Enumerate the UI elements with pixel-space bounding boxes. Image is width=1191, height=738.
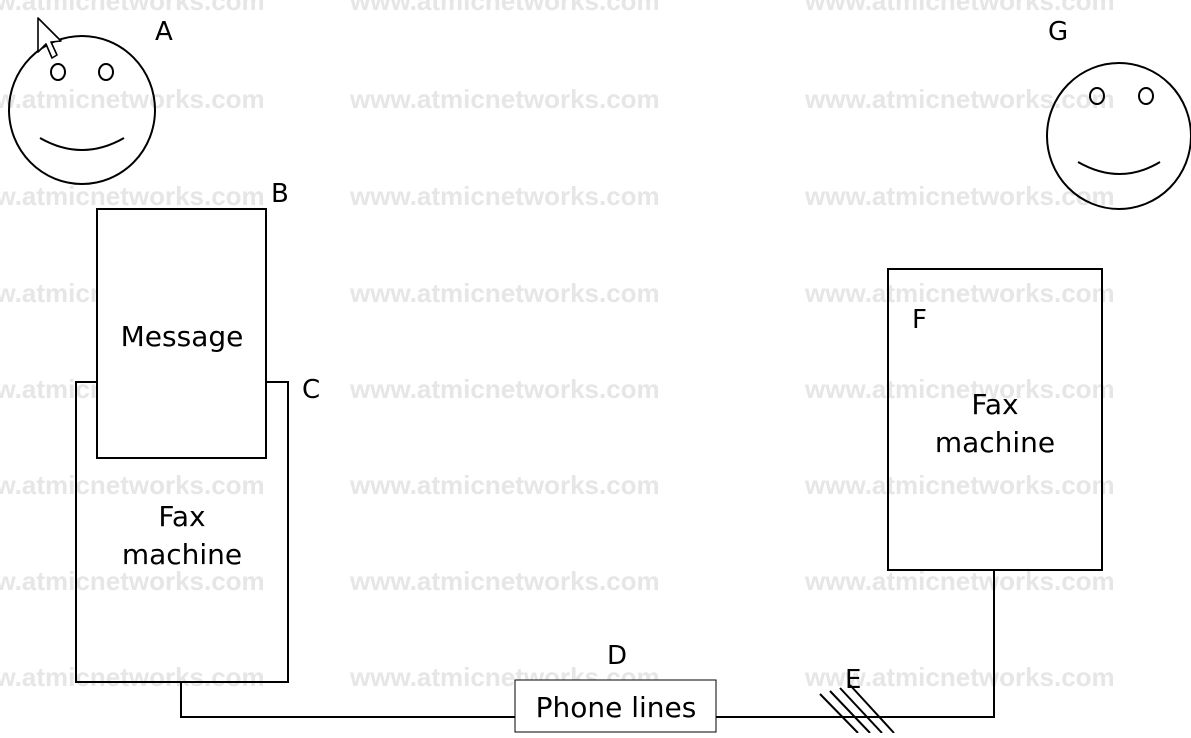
watermark-text: www.atmicnetworks.com xyxy=(0,662,265,692)
watermark-text: www.atmicnetworks.com xyxy=(0,181,265,211)
watermark-text: www.atmicnetworks.com xyxy=(349,566,660,596)
receiver-fax-label-line1: Fax xyxy=(971,388,1018,421)
sender-smile xyxy=(40,138,124,150)
sender-left-eye xyxy=(51,64,65,80)
watermark-text: www.atmicnetworks.com xyxy=(349,278,660,308)
receiver-right-eye xyxy=(1139,88,1153,104)
label-g: G xyxy=(1048,17,1068,47)
watermark-text: www.atmicnetworks.com xyxy=(0,84,265,114)
label-e: E xyxy=(845,665,861,695)
sender-fax-label-line2: machine xyxy=(122,538,242,571)
watermark-text: www.atmicnetworks.com xyxy=(349,374,660,404)
watermark-text: www.atmicnetworks.com xyxy=(349,181,660,211)
watermark-text: www.atmicnetworks.com xyxy=(804,374,1115,404)
label-a: A xyxy=(155,17,173,47)
watermark-text: www.atmicnetworks.com xyxy=(0,0,265,16)
watermark-text: www.atmicnetworks.com xyxy=(804,0,1115,16)
watermark-text: www.atmicnetworks.com xyxy=(349,470,660,500)
label-f: F xyxy=(912,305,927,335)
receiver-smile xyxy=(1078,162,1160,174)
label-b: B xyxy=(271,179,289,209)
watermark-text: www.atmicnetworks.com xyxy=(804,470,1115,500)
watermark-text: www.atmicnetworks.com xyxy=(804,84,1115,114)
receiver-person-icon xyxy=(1047,63,1191,209)
watermark-text: www.atmicnetworks.com xyxy=(804,278,1115,308)
label-c: C xyxy=(302,375,320,405)
phone-lines-label: Phone lines xyxy=(536,691,697,724)
receiver-fax-label-line2: machine xyxy=(935,426,1055,459)
label-d: D xyxy=(607,641,627,671)
watermark-text: www.atmicnetworks.com xyxy=(349,0,660,16)
sender-right-eye xyxy=(99,64,113,80)
watermark-text: www.atmicnetworks.com xyxy=(349,84,660,114)
receiver-face-outline xyxy=(1047,63,1191,209)
mouse-cursor-icon xyxy=(38,18,61,58)
sender-fax-label-line1: Fax xyxy=(158,500,205,533)
watermark-text: www.atmicnetworks.com xyxy=(804,181,1115,211)
message-label: Message xyxy=(121,320,244,353)
watermark-text: www.atmicnetworks.com xyxy=(0,470,265,500)
